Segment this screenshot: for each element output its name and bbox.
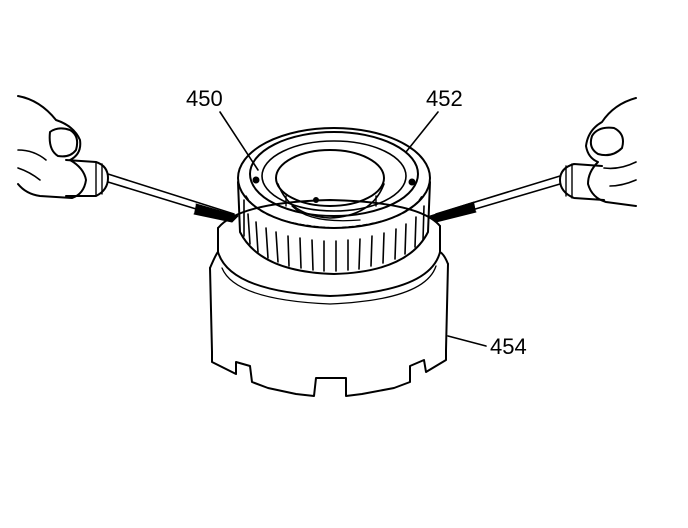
leader-454 xyxy=(447,335,487,347)
leader-452 xyxy=(405,111,439,153)
callout-454: 454 xyxy=(490,334,527,359)
leader-lines xyxy=(219,111,487,347)
callout-452: 452 xyxy=(426,86,463,111)
left-hand-with-screwdriver xyxy=(17,95,239,223)
retaining-ring xyxy=(249,131,419,217)
sprag-race xyxy=(237,127,431,275)
inner-hub xyxy=(275,149,385,222)
housing xyxy=(209,199,449,397)
right-hand-with-screwdriver xyxy=(429,97,637,223)
callout-450: 450 xyxy=(186,86,223,111)
leader-450 xyxy=(219,111,259,171)
